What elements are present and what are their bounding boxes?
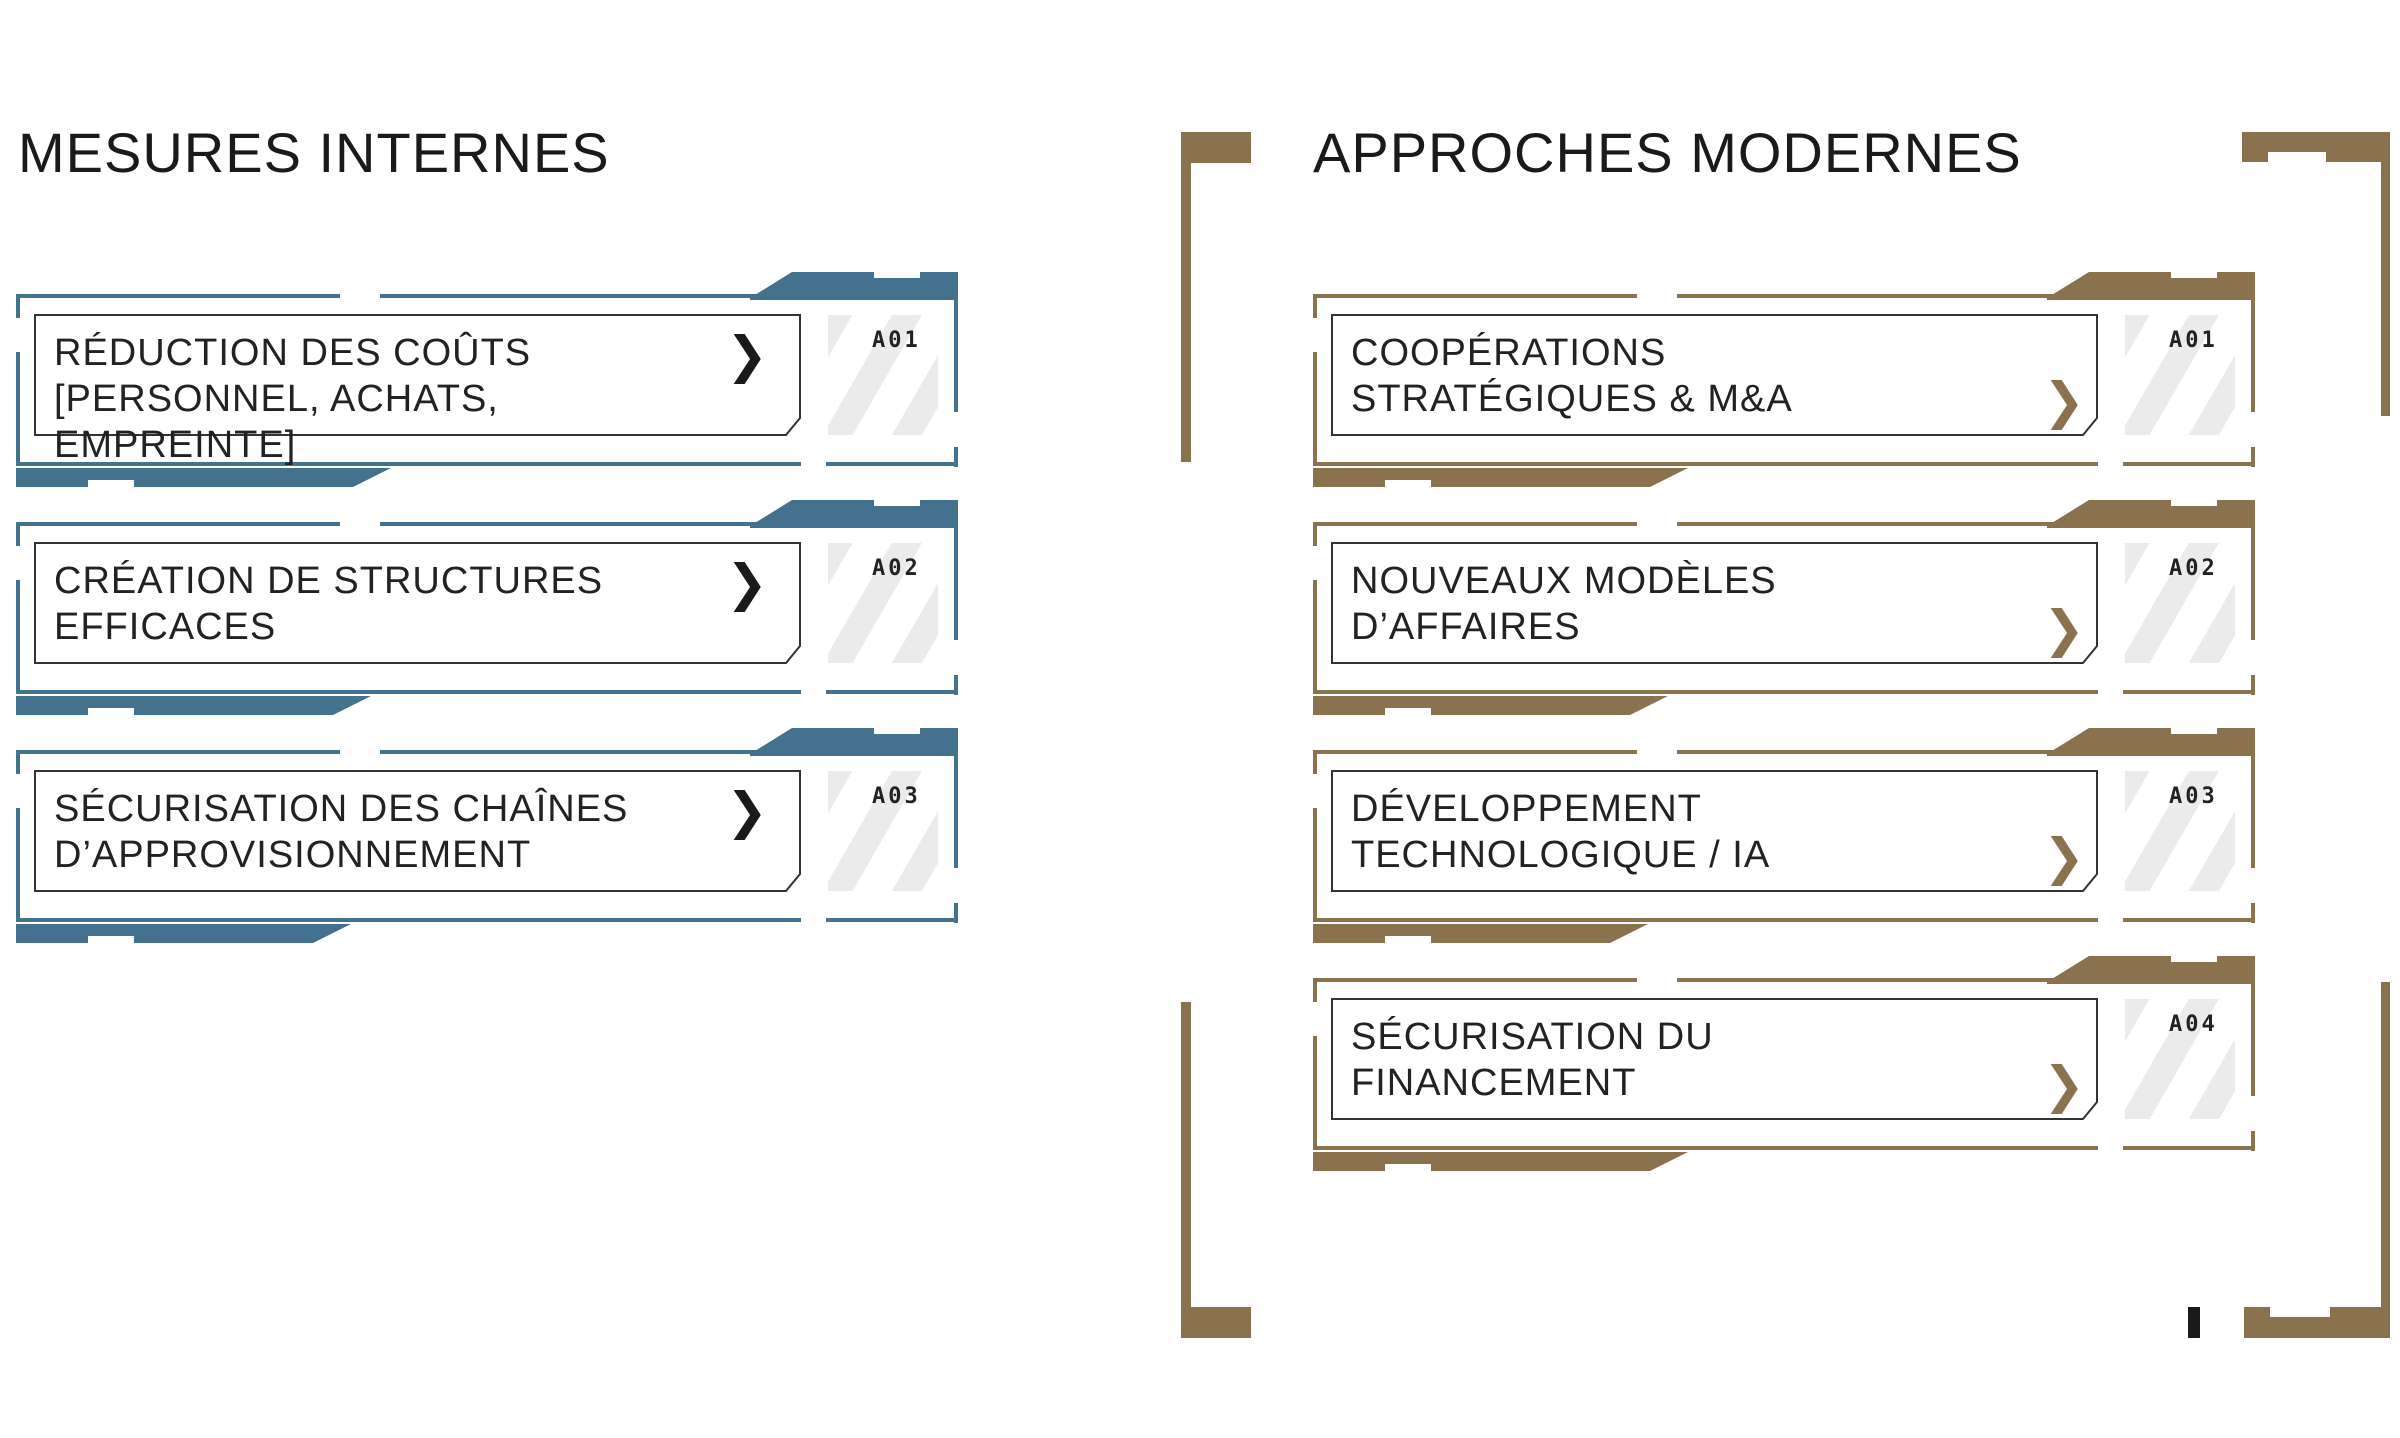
card-label-line-2: D’APPROVISIONNEMENT xyxy=(54,834,532,876)
card-frame xyxy=(1313,956,2255,1171)
card-frame xyxy=(1313,500,2255,715)
card-a02[interactable]: CRÉATION DE STRUCTURES EFFICACES A02 ❯ xyxy=(16,500,961,715)
card-frame xyxy=(16,728,958,943)
card-label-line-2: D’AFFAIRES xyxy=(1351,606,1581,648)
card-label-line-1: RÉDUCTION DES COÛTS xyxy=(54,332,532,374)
card-a01[interactable]: RÉDUCTION DES COÛTS [PERSONNEL, ACHATS, … xyxy=(16,272,961,487)
card-label-line-1: NOUVEAUX MODÈLES xyxy=(1351,560,1777,602)
chevron-right-icon[interactable]: ❯ xyxy=(2043,1057,2085,1113)
chevron-right-icon[interactable]: ❯ xyxy=(726,555,768,611)
card-a01[interactable]: COOPÉRATIONS STRATÉGIQUES & M&A A01 ❯ xyxy=(1313,272,2258,487)
chevron-right-icon[interactable]: ❯ xyxy=(726,783,768,839)
card-code: A04 xyxy=(2169,1012,2218,1037)
card-label-line-2: STRATÉGIQUES & M&A xyxy=(1351,378,1793,420)
card-label-line-2: [PERSONNEL, ACHATS, EMPREINTE] xyxy=(54,378,499,466)
card-label-line-1: COOPÉRATIONS xyxy=(1351,332,1667,374)
left-section-title: MESURES INTERNES xyxy=(18,121,610,184)
card-label-line-2: EFFICACES xyxy=(54,606,277,648)
card-label: NOUVEAUX MODÈLES D’AFFAIRES xyxy=(1351,558,2031,650)
card-label: SÉCURISATION DU FINANCEMENT xyxy=(1351,1014,2031,1106)
card-code: A01 xyxy=(872,328,921,353)
card-code: A02 xyxy=(872,556,921,581)
card-label-line-1: SÉCURISATION DES CHAÎNES xyxy=(54,788,629,830)
card-label: CRÉATION DE STRUCTURES EFFICACES xyxy=(54,558,734,650)
card-frame xyxy=(16,500,958,715)
right-section-title: APPROCHES MODERNES xyxy=(1313,121,2022,184)
card-a02[interactable]: NOUVEAUX MODÈLES D’AFFAIRES A02 ❯ xyxy=(1313,500,2258,715)
card-code: A01 xyxy=(2169,328,2218,353)
chevron-right-icon[interactable]: ❯ xyxy=(2043,829,2085,885)
card-label: RÉDUCTION DES COÛTS [PERSONNEL, ACHATS, … xyxy=(54,330,734,468)
card-frame xyxy=(16,272,958,487)
card-label-line-2: FINANCEMENT xyxy=(1351,1062,1637,1104)
card-label: DÉVELOPPEMENT TECHNOLOGIQUE / IA xyxy=(1351,786,2031,878)
card-label-line-1: SÉCURISATION DU xyxy=(1351,1016,1714,1058)
card-code: A03 xyxy=(2169,784,2218,809)
card-a03[interactable]: DÉVELOPPEMENT TECHNOLOGIQUE / IA A03 ❯ xyxy=(1313,728,2258,943)
card-label-line-2: TECHNOLOGIQUE / IA xyxy=(1351,834,1771,876)
chevron-right-icon[interactable]: ❯ xyxy=(726,327,768,383)
card-label-line-1: DÉVELOPPEMENT xyxy=(1351,788,1702,830)
card-a04[interactable]: SÉCURISATION DU FINANCEMENT A04 ❯ xyxy=(1313,956,2258,1171)
card-frame xyxy=(1313,272,2255,487)
card-code: A03 xyxy=(872,784,921,809)
chevron-right-icon[interactable]: ❯ xyxy=(2043,601,2085,657)
chevron-right-icon[interactable]: ❯ xyxy=(2043,373,2085,429)
card-label: SÉCURISATION DES CHAÎNES D’APPROVISIONNE… xyxy=(54,786,734,878)
card-frame xyxy=(1313,728,2255,943)
card-code: A02 xyxy=(2169,556,2218,581)
card-a03[interactable]: SÉCURISATION DES CHAÎNES D’APPROVISIONNE… xyxy=(16,728,961,943)
card-label: COOPÉRATIONS STRATÉGIQUES & M&A xyxy=(1351,330,2031,422)
card-label-line-1: CRÉATION DE STRUCTURES xyxy=(54,560,604,602)
